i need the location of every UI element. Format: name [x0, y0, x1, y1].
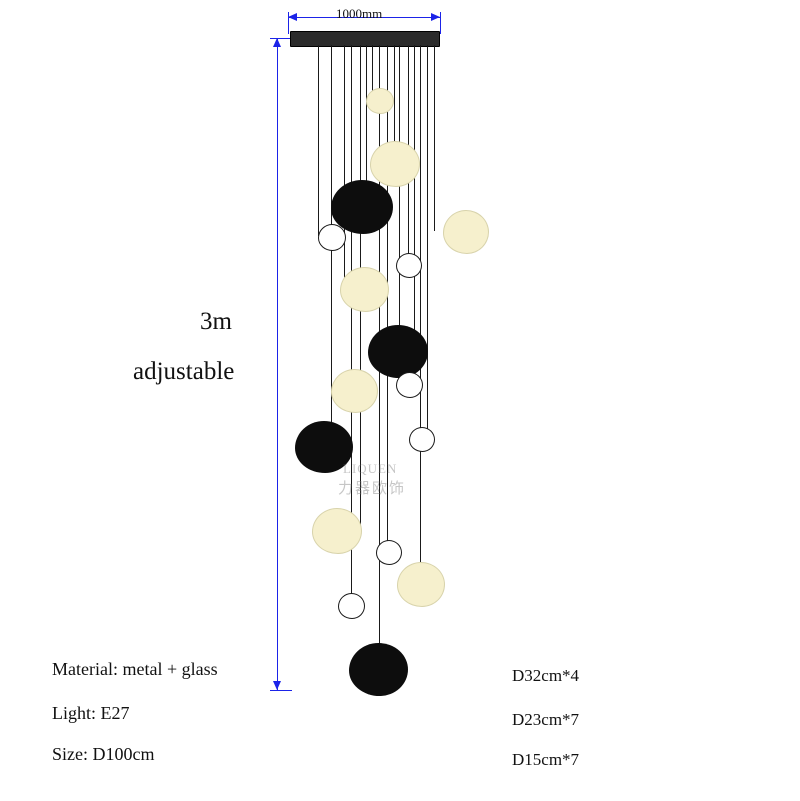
suspension-cord [399, 45, 400, 352]
glass-globe-dark [368, 325, 428, 378]
suspension-cord [318, 45, 319, 236]
glass-globe-amber [443, 210, 489, 254]
width-dimension-tick-left [288, 12, 289, 34]
spec-d15: D15cm*7 [512, 750, 580, 769]
glass-globe-amber [312, 508, 362, 554]
height-dimension-arrow-bottom [273, 681, 281, 690]
height-label-adjustable: adjustable [133, 358, 235, 385]
glass-globe-amber [340, 267, 389, 312]
glass-globe-outline [376, 540, 402, 565]
width-dimension-arrow-right [431, 13, 440, 21]
glass-globe-outline [396, 372, 423, 398]
suspension-cord [351, 45, 352, 604]
suspension-cord [394, 45, 395, 163]
glass-globe-outline [318, 224, 346, 251]
height-dimension-line [277, 38, 278, 690]
suspension-cord [414, 45, 415, 384]
width-dimension-arrow-left [288, 13, 297, 21]
suspension-cord [427, 45, 428, 439]
ceiling-canopy [290, 31, 440, 47]
glass-globe-outline [396, 253, 422, 278]
glass-globe-dark [349, 643, 408, 696]
watermark-chinese: 力器欧饰 [338, 481, 407, 497]
spec-d32: D32cm*4 [512, 666, 580, 685]
height-dimension-arrow-top [273, 38, 281, 47]
height-label-value: 3m [200, 308, 232, 335]
width-dimension-line [288, 17, 440, 18]
suspension-cord [434, 45, 435, 231]
glass-globe-outline [338, 593, 365, 619]
glass-globe-amber [366, 88, 394, 114]
suspension-cord [366, 45, 367, 205]
glass-globe-dark [331, 180, 393, 234]
glass-globe-amber [331, 369, 378, 413]
height-dimension-tick-top [270, 38, 292, 39]
info-light: Light: E27 [52, 703, 130, 723]
glass-globe-outline [409, 427, 435, 452]
height-dimension-tick-bottom [270, 690, 292, 691]
width-dimension-label: 1000mm [336, 6, 383, 21]
info-size: Size: D100cm [52, 744, 155, 764]
suspension-cord [387, 45, 388, 551]
suspension-cord [344, 45, 345, 288]
width-dimension-tick-right [440, 12, 441, 34]
glass-globe-amber [397, 562, 445, 607]
spec-d23: D23cm*7 [512, 710, 580, 729]
info-material: Material: metal + glass [52, 659, 218, 679]
suspension-cord [372, 45, 373, 100]
suspension-cord [420, 45, 421, 583]
glass-globe-amber [370, 141, 420, 187]
glass-globe-dark [295, 421, 353, 473]
